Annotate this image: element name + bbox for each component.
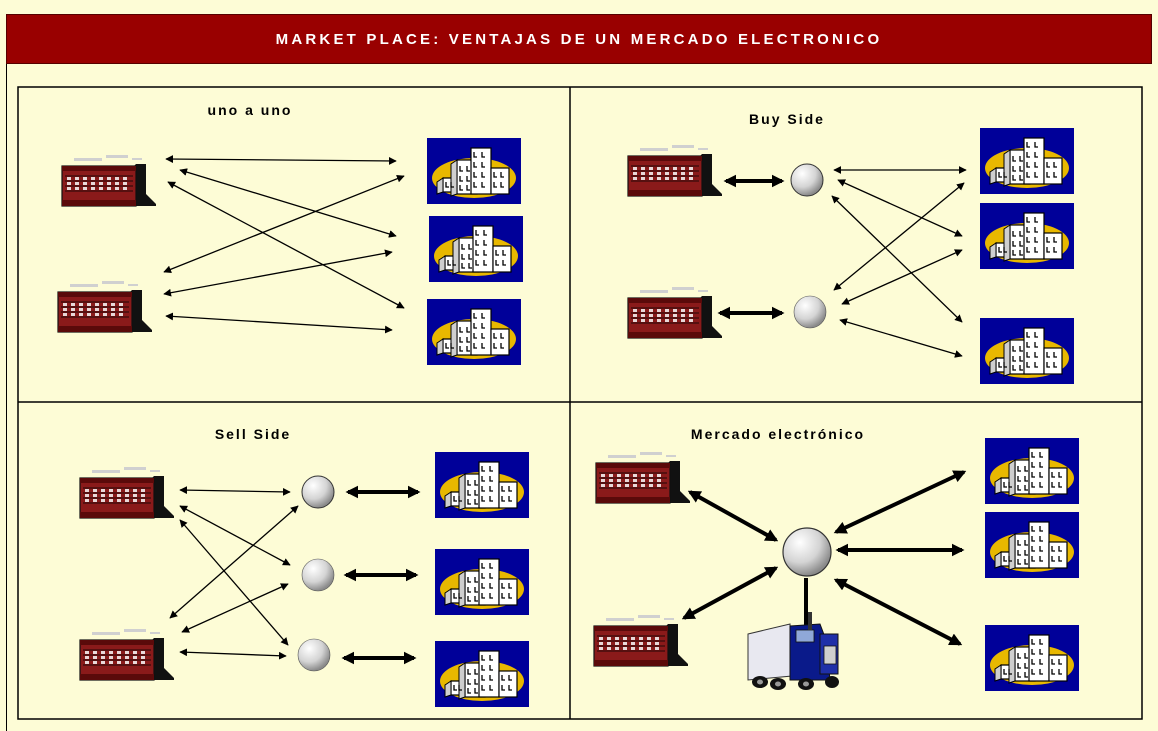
building-icon [979,317,1075,385]
building-icon [984,511,1080,579]
links-sell-side [169,485,421,665]
quadrant-buy-side [627,127,1075,385]
factory-icon [79,628,175,681]
quadrant-grid [17,86,1143,720]
hub-node [790,163,824,197]
slide-title: MARKET PLACE: VENTAJAS DE UN MERCADO ELE… [6,14,1152,64]
marketplace-hub [782,527,832,577]
building-icon [434,640,530,708]
building-icon [434,548,530,616]
quadrant-mercado-electronico [593,437,1080,692]
label-mercado-electronico: Mercado electrónico [691,426,865,442]
label-buy-side: Buy Side [749,111,825,127]
hub-node [793,295,827,329]
building-icon [434,451,530,519]
hub-node [301,475,335,509]
building-icon [984,624,1080,692]
links-marketplace [681,470,967,646]
quadrant-sell-side [79,451,530,708]
building-icon [428,215,524,283]
label-uno-a-uno: uno a uno [208,102,293,118]
truck-icon [747,612,839,690]
factory-icon [627,144,723,197]
links-buy-side [717,166,967,358]
building-icon [979,127,1075,195]
building-icon [984,437,1080,505]
factory-icon [595,451,691,504]
hub-node [297,638,331,672]
factory-icon [627,286,723,339]
label-sell-side: Sell Side [215,426,291,442]
building-icon [979,202,1075,270]
factory-icon [61,154,157,207]
building-icon [426,298,522,366]
left-border [6,64,7,731]
building-icon [426,137,522,205]
factory-icon [57,280,153,333]
links-one-to-one [163,155,405,334]
hub-node [301,558,335,592]
factory-icon [593,614,689,667]
factory-icon [79,466,175,519]
quadrant-uno-a-uno [57,137,524,366]
